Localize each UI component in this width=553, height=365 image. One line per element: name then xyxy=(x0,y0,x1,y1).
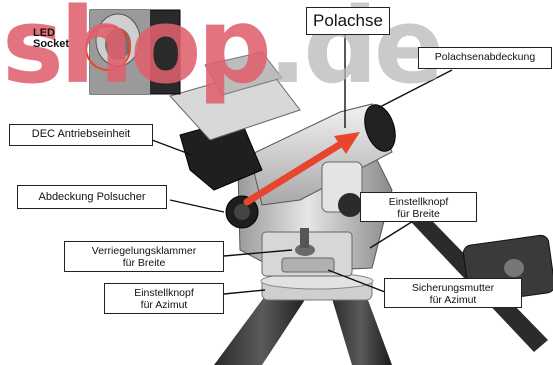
label-polachse: Polachse xyxy=(306,7,390,35)
label-dec-antriebseinheit: DEC Antriebseinheit xyxy=(9,124,153,146)
label-einstellknopf-azimut: Einstellknopf für Azimut xyxy=(104,283,224,314)
label-verriegelungsklammer-breite-line2: für Breite xyxy=(70,257,218,269)
label-einstellknopf-breite-line1: Einstellknopf xyxy=(366,196,471,208)
label-sicherungsmutter-azimut-line2: für Azimut xyxy=(390,294,516,306)
label-polachsenabdeckung-text: Polachsenabdeckung xyxy=(435,51,535,63)
led-socket-inset xyxy=(86,10,180,94)
label-einstellknopf-azimut-line1: Einstellknopf xyxy=(110,287,218,299)
label-dec-antriebseinheit-text: DEC Antriebseinheit xyxy=(32,128,130,140)
label-abdeckung-polsucher: Abdeckung Polsucher xyxy=(17,185,167,209)
label-verriegelungsklammer-breite-line1: Verriegelungsklammer xyxy=(70,245,218,257)
label-sicherungsmutter-azimut-line1: Sicherungsmutter xyxy=(390,282,516,294)
tripod xyxy=(214,273,392,365)
label-einstellknopf-azimut-line2: für Azimut xyxy=(110,299,218,311)
label-polachsenabdeckung: Polachsenabdeckung xyxy=(418,47,552,69)
label-sicherungsmutter-azimut: Sicherungsmutter für Azimut xyxy=(384,278,522,308)
led-socket-label: LED Socket xyxy=(33,28,69,50)
label-einstellknopf-breite: Einstellknopf für Breite xyxy=(360,192,477,222)
label-abdeckung-polsucher-text: Abdeckung Polsucher xyxy=(38,191,145,203)
label-einstellknopf-breite-line2: für Breite xyxy=(366,208,471,220)
label-verriegelungsklammer-breite: Verriegelungsklammer für Breite xyxy=(64,241,224,272)
led-socket-label-line2: Socket xyxy=(33,39,69,50)
label-polachse-text: Polachse xyxy=(313,11,383,30)
